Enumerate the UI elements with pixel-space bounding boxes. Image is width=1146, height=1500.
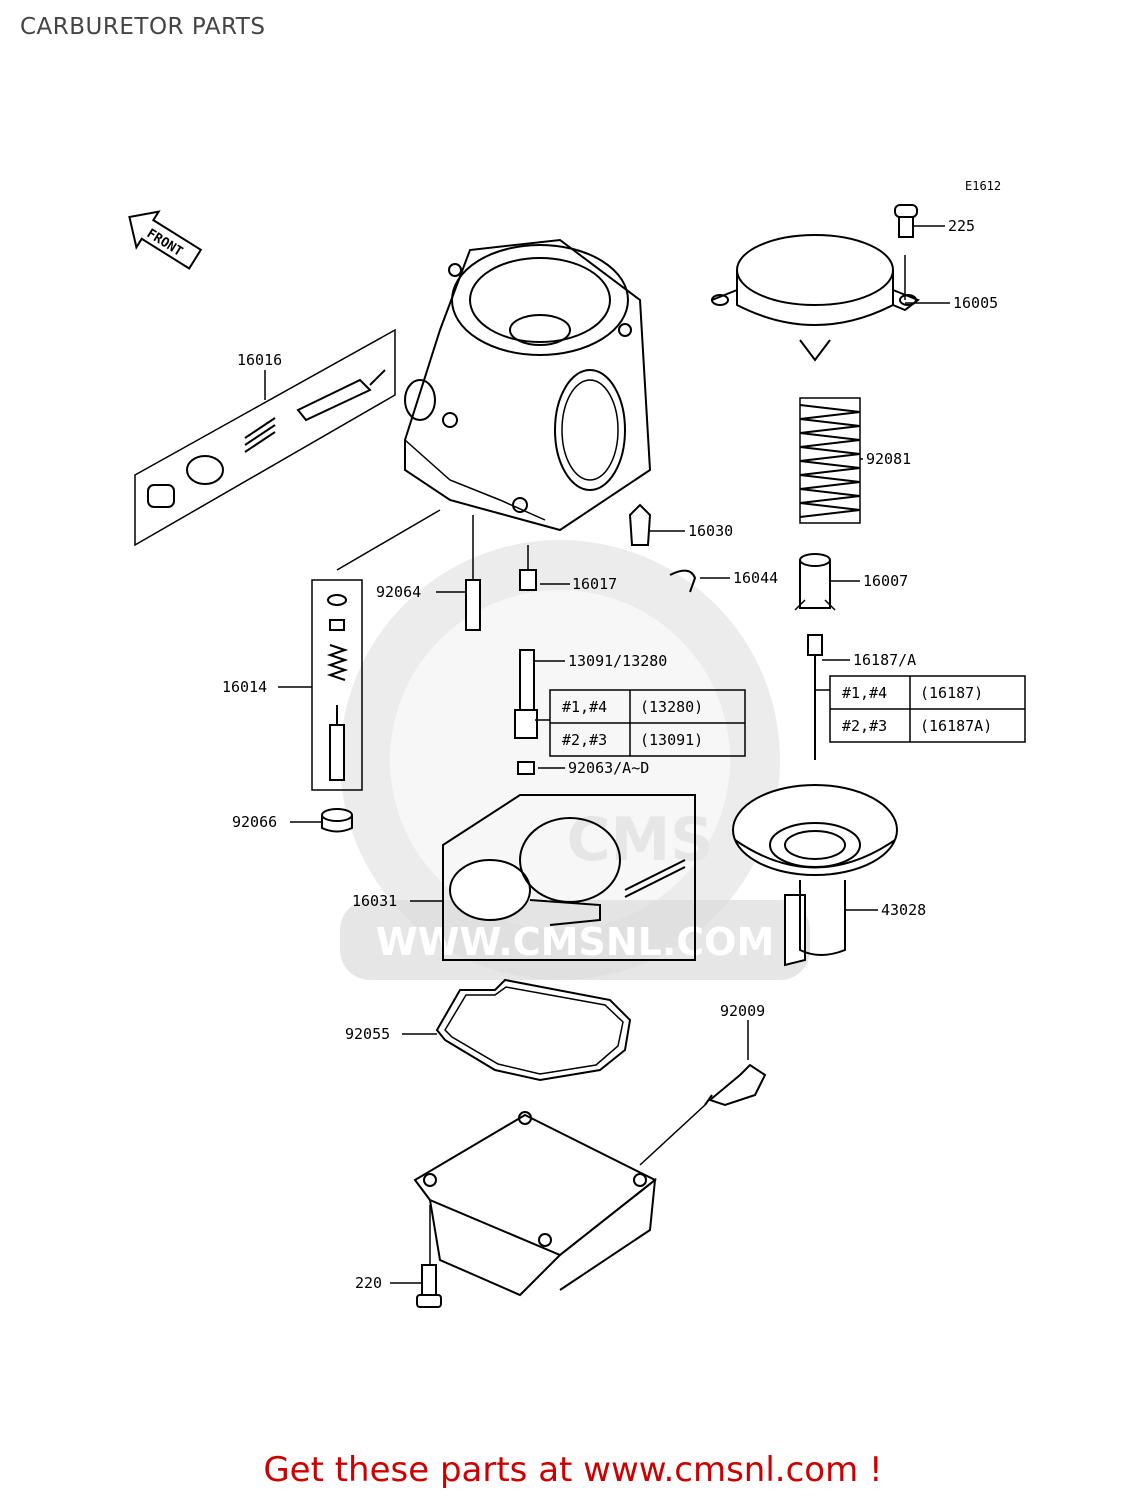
float-bowl-gasket (435, 978, 632, 1082)
jet-table-cyl: #2,#3 (562, 731, 607, 749)
part-label[interactable]: 16044 (733, 569, 778, 587)
part-label[interactable]: 13091/13280 (568, 652, 667, 670)
needle-table-part: (16187A) (920, 717, 992, 735)
page-title: CARBURETOR PARTS (20, 14, 266, 40)
jet-table: #1,#4 (13280) #2,#3 (13091) (549, 689, 746, 757)
top-cover (711, 204, 921, 362)
needle-valve-group (311, 509, 441, 791)
part-label[interactable]: 16030 (688, 522, 733, 540)
diagram-code: E1612 (965, 179, 1001, 193)
part-label[interactable]: 16187/A (853, 651, 916, 669)
watermark-logo: CMS (567, 805, 714, 875)
cap-92066 (321, 808, 353, 833)
footer-banner: Get these parts at www.cmsnl.com ! (0, 1450, 1146, 1490)
footer-link[interactable]: Get these parts at www.cmsnl.com ! (263, 1450, 883, 1490)
front-arrow-icon: FRONT (128, 210, 203, 270)
jet-table-part: (13280) (640, 698, 703, 716)
part-label[interactable]: 92055 (345, 1025, 390, 1043)
pilot-screw-group (134, 328, 396, 547)
part-label[interactable]: 16007 (863, 572, 908, 590)
watermark: WWW.CMSNL.COM CMS (340, 540, 810, 980)
vacuum-piston (732, 784, 898, 967)
part-label[interactable]: 225 (948, 217, 975, 235)
needle-table-part: (16187) (920, 684, 983, 702)
part-label[interactable]: 220 (355, 1274, 382, 1292)
drain-screw (639, 1063, 767, 1166)
float-assembly (442, 794, 696, 961)
jets (465, 503, 697, 775)
float-bowl (413, 1111, 657, 1297)
spring-92081 (799, 397, 861, 524)
part-label[interactable]: 92066 (232, 813, 277, 831)
part-label[interactable]: 16005 (953, 294, 998, 312)
part-label[interactable]: 92009 (720, 1002, 765, 1020)
part-label[interactable]: 16031 (352, 892, 397, 910)
screw-220 (416, 1205, 442, 1308)
carburetor-body (404, 238, 652, 532)
leader-lines (264, 225, 950, 1284)
part-label[interactable]: 16014 (222, 678, 267, 696)
jet-needle (807, 634, 823, 760)
watermark-url: WWW.CMSNL.COM (376, 920, 775, 964)
needle-holder (794, 553, 836, 611)
part-labels: 225 16005 16016 92081 16030 92064 16017 … (222, 217, 998, 1292)
part-label[interactable]: 92063/A~D (568, 759, 649, 777)
part-label[interactable]: 16017 (572, 575, 617, 593)
part-label[interactable]: 92081 (866, 450, 911, 468)
part-label[interactable]: 92064 (376, 583, 421, 601)
needle-table: #1,#4 (16187) #2,#3 (16187A) (829, 675, 1026, 743)
jet-table-part: (13091) (640, 731, 703, 749)
part-label[interactable]: 43028 (881, 901, 926, 919)
jet-table-cyl: #1,#4 (562, 698, 607, 716)
needle-table-cyl: #2,#3 (842, 717, 887, 735)
needle-table-cyl: #1,#4 (842, 684, 887, 702)
part-label[interactable]: 16016 (237, 351, 282, 369)
